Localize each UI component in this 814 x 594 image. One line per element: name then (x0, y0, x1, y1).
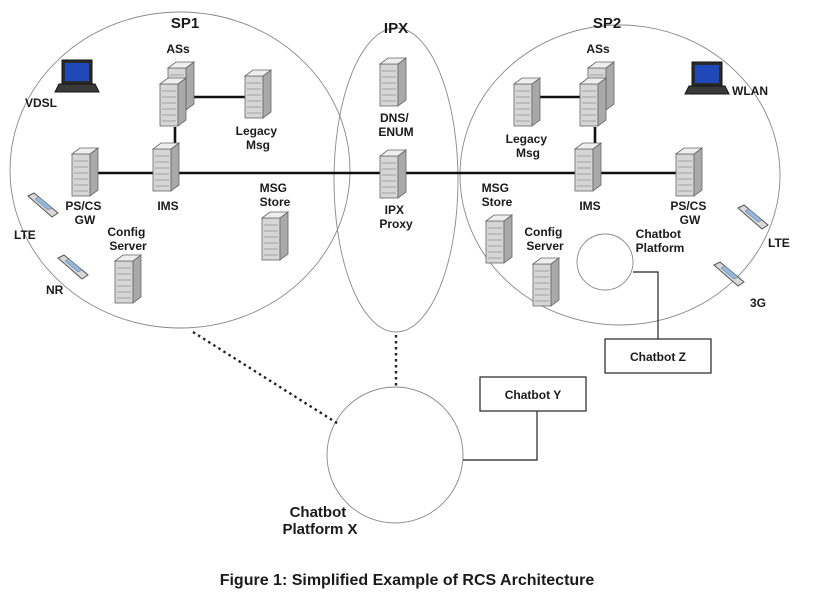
sp2-ass-servers (579, 61, 615, 127)
vdsl-label: VDSL (25, 96, 57, 110)
sp1-pscs-gw-label: PS/CS GW (65, 199, 104, 227)
sp1-to-platform-x-dotted-link (192, 330, 341, 427)
sp1-pscs-gw-server (71, 147, 99, 197)
sp1-ass-label: ASs (166, 42, 190, 56)
dns-enum-label: DNS/ ENUM (378, 111, 413, 139)
sp1-legacy-msg-label: Legacy Msg (236, 124, 281, 152)
sp2-config-server-label: Config Server (524, 225, 565, 253)
sp2-title: SP2 (593, 15, 621, 32)
sp2-legacy-msg-label: Legacy Msg (506, 132, 551, 160)
vdsl-laptop-icon (54, 59, 100, 93)
sp1-ims-label: IMS (157, 199, 178, 213)
ipx-domain-ring (333, 27, 459, 333)
ipx-proxy-server (379, 149, 407, 199)
sp1-ass-servers (159, 61, 195, 127)
wlan-label: WLAN (732, 84, 768, 98)
lte-left-phone-icon (27, 192, 59, 218)
figure-caption: Figure 1: Simplified Example of RCS Arch… (220, 572, 595, 589)
sp1-title: SP1 (171, 15, 199, 32)
lte-right-phone-icon (737, 204, 769, 230)
sp1-msg-store-label: MSG Store (260, 181, 291, 209)
sp2-chatbot-platform-label: Chatbot Platform (636, 227, 685, 255)
sp2-pscs-gw-label: PS/CS GW (670, 199, 709, 227)
nr-phone-icon (57, 254, 89, 280)
chatbot-y-link (463, 410, 538, 461)
sp2-ass-label: ASs (586, 42, 610, 56)
lte-right-label: LTE (768, 236, 790, 250)
chatbot-platform-x-label: Chatbot Platform X (282, 504, 357, 538)
dns-enum-server (379, 57, 407, 107)
chatbot-y-box (479, 376, 587, 412)
sp1-config-server-label: Config Server (107, 225, 148, 253)
chatbot-platform-x-ring (326, 386, 464, 524)
wlan-laptop-icon (684, 61, 730, 95)
sp2-pscs-gw-server (675, 147, 703, 197)
chatbot-z-link (633, 271, 659, 340)
nr-label: NR (46, 283, 64, 297)
sp1-ims-server (152, 142, 180, 192)
sp1-legacy-msg-server (244, 69, 272, 119)
sp1-domain-ring (9, 11, 351, 329)
ipx-proxy-label: IPX Proxy (379, 203, 413, 231)
sp2-legacy-msg-server (513, 77, 541, 127)
sp2-domain-ring (459, 24, 781, 326)
sp2-chatbot-platform-ring (576, 233, 634, 291)
sp2-ims-label: IMS (579, 199, 600, 213)
sp1-msg-store-server (261, 211, 289, 261)
sp2-ims-server (574, 142, 602, 192)
sp2-msg-store-server (485, 214, 513, 264)
ipx-title: IPX (384, 20, 408, 37)
chatbot-z-label: Chatbot Z (630, 350, 686, 364)
sp2-config-server (532, 257, 560, 307)
sp1-config-server (114, 254, 142, 304)
chatbot-z-box (604, 338, 712, 374)
g3-label: 3G (750, 296, 766, 310)
g3-phone-icon (713, 261, 745, 287)
sp2-msg-store-label: MSG Store (482, 181, 513, 209)
lte-left-label: LTE (14, 228, 36, 242)
chatbot-y-label: Chatbot Y (505, 388, 561, 402)
